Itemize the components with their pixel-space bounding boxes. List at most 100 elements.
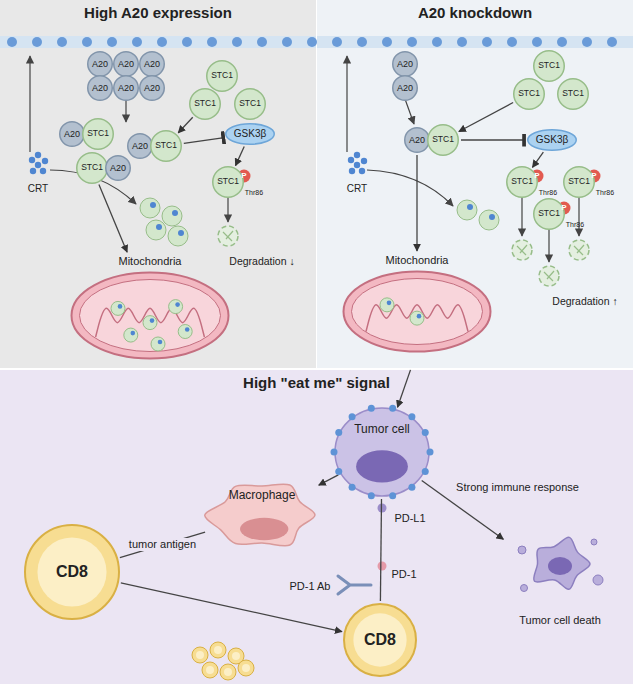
connector-arrow: [416, 155, 417, 251]
crt-dot: [387, 301, 392, 306]
pathway-arrow: [578, 197, 579, 236]
residue-label: Thr86: [539, 189, 557, 197]
node-label: STC1: [511, 177, 533, 187]
cell-outline: [25, 525, 119, 619]
node-label: A20: [118, 83, 134, 93]
membrane-dot: [107, 37, 117, 47]
connector-arrow: [532, 152, 543, 167]
node-label: Tumor cell death: [519, 614, 601, 627]
membrane-dot: [82, 37, 92, 47]
crt-surface-dot: [408, 484, 415, 491]
cell-nucleus: [37, 537, 106, 606]
crt-dot: [354, 152, 360, 158]
protein-outline: [77, 153, 108, 184]
membrane-dot: [557, 37, 567, 47]
node-label: STC1: [211, 71, 233, 81]
mitochondrion-inner: [80, 280, 221, 352]
connector-arrow: [236, 147, 245, 166]
membrane-dot: [607, 37, 617, 47]
node-label: A20: [64, 129, 80, 139]
a20-protein: A20: [139, 75, 165, 101]
cell-fragment: [591, 539, 597, 545]
cell-nucleus: [353, 613, 406, 666]
crt-dot: [172, 210, 178, 216]
node-label: A20: [92, 83, 108, 93]
node-label: A20: [397, 83, 413, 93]
stc1-crt-complex: [124, 328, 138, 342]
node-label: CD8: [364, 631, 396, 649]
cd8-nucleus-small: [232, 652, 240, 660]
node-label: STC1: [538, 209, 560, 219]
degradation-crack: [574, 245, 584, 255]
stc1-protein: STC1: [533, 50, 565, 82]
dead-tumor-cell: Tumor cell death: [505, 530, 615, 630]
node-label: STC1: [518, 89, 540, 99]
stc1-protein: STC1: [563, 166, 595, 198]
stc1-crt-complex: [143, 316, 157, 330]
phospho-label: P: [241, 172, 246, 181]
tumor-nucleus: [356, 450, 408, 482]
node-label: A20: [409, 135, 425, 145]
node-label: STC1: [239, 99, 261, 109]
cd8-nucleus-small: [224, 668, 232, 676]
crt-surface-dot: [335, 429, 342, 436]
protein-outline: [428, 125, 459, 156]
node-label: A20: [118, 59, 134, 69]
molecule-label: CRT: [28, 183, 48, 194]
mitochondrion-outline: [344, 272, 491, 352]
edge-label: tumor antigen: [126, 538, 199, 551]
stc1-protein: STC1: [557, 78, 589, 110]
protein-outline: [106, 156, 131, 181]
stc1-protein: STC1: [212, 166, 244, 198]
crt-dot: [118, 304, 123, 309]
a20-protein: A20: [113, 51, 139, 77]
membrane-dot: [407, 37, 417, 47]
protein-outline: [114, 52, 139, 77]
crt-dot: [178, 230, 184, 236]
node-outline: [342, 253, 492, 353]
crt-dot: [150, 318, 155, 323]
degraded-stc1: [539, 266, 559, 286]
protein-outline: [405, 128, 430, 153]
cd8-t-cell-small: [238, 660, 254, 676]
crt-dot: [35, 162, 41, 168]
crt-surface-dot: [422, 429, 429, 436]
membrane-dot: [157, 37, 167, 47]
protein-outline: [88, 52, 113, 77]
membrane-dot: [332, 37, 342, 47]
protein-outline: [534, 199, 565, 230]
crt-surface-dot: [408, 413, 415, 420]
molecule-label: PD-1: [391, 568, 416, 580]
node-label: Mitochondria: [386, 254, 449, 267]
crt-surface-dot: [331, 449, 338, 456]
membrane-dot: [457, 37, 467, 47]
cd8-t-cell-small: [192, 647, 208, 663]
crt-surface-dot: [389, 492, 396, 499]
cd8-t-cell-small: [210, 642, 226, 658]
protein-outline: [226, 124, 275, 145]
a20-protein: A20: [392, 51, 418, 77]
crt-dot: [150, 202, 156, 208]
node-label: Mitochondria: [119, 255, 182, 268]
membrane-dot: [382, 37, 392, 47]
membrane-dot: [57, 37, 67, 47]
crt-surface-dot: [422, 468, 429, 475]
cell-outline: [344, 604, 416, 676]
stc1-protein: STC1: [150, 130, 182, 162]
crt-dot: [467, 204, 473, 210]
crt-dot: [354, 162, 360, 168]
crt-dot: [185, 327, 190, 332]
crt-dot: [131, 331, 136, 336]
crt-surface-dot: [349, 413, 356, 420]
protein-outline: [60, 122, 85, 147]
panel-ground: [0, 370, 633, 684]
tumor-cell: Tumor cell: [334, 407, 430, 497]
node-label: STC1: [81, 163, 103, 173]
node-label: A20: [132, 141, 148, 151]
stc1-protein: STC1: [82, 118, 114, 150]
protein-outline: [564, 167, 595, 198]
node-label: STC1: [155, 141, 177, 151]
crt-surface-dot: [368, 405, 375, 412]
membrane-dot: [282, 37, 292, 47]
a20-protein: A20: [87, 51, 113, 77]
